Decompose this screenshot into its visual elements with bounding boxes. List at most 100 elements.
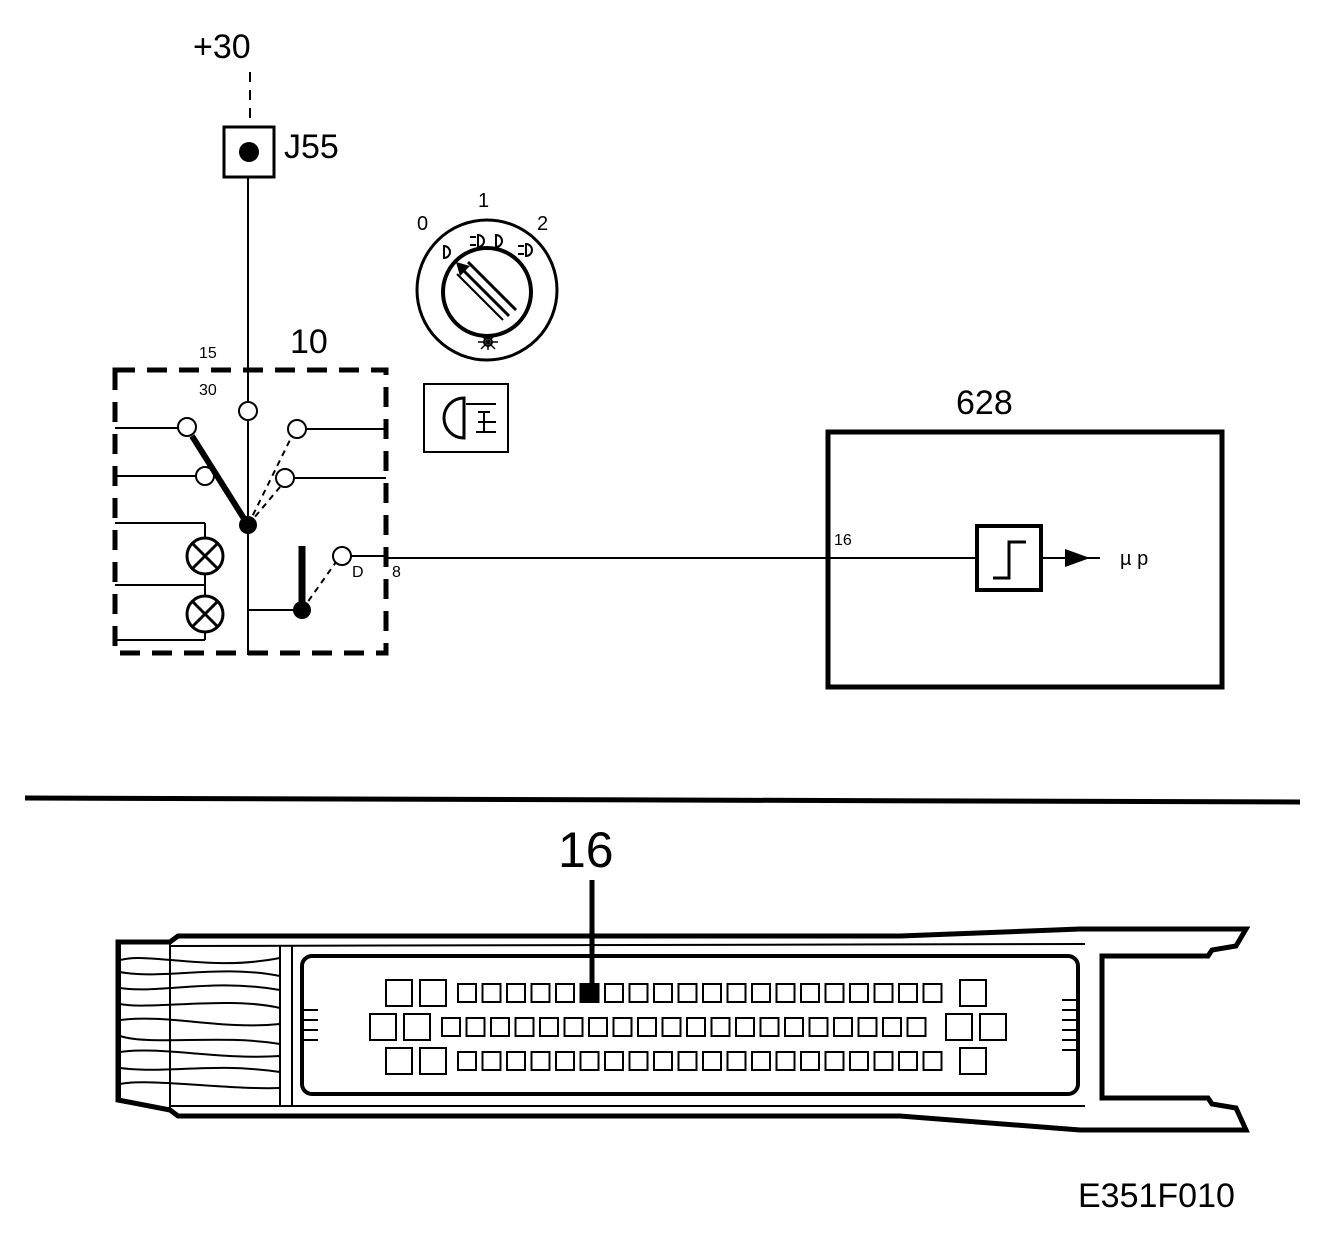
wire-bundle-icon xyxy=(119,944,293,1108)
pin-cavity xyxy=(403,1013,431,1041)
pin-cavity xyxy=(539,1017,559,1037)
pin-cavity xyxy=(686,1017,706,1037)
pin-cavity xyxy=(882,1017,902,1037)
connector-pin-callout: 16 xyxy=(558,822,614,878)
pin-cavity xyxy=(759,1017,780,1037)
pin-cavity xyxy=(849,1051,869,1071)
pin-cavity xyxy=(579,1051,600,1071)
pin-cavity xyxy=(653,1051,673,1071)
connector-pin-grid xyxy=(369,979,1007,1075)
pin-cavity xyxy=(506,1051,526,1071)
pin-cavity xyxy=(563,1017,584,1037)
pin-cavity xyxy=(628,983,649,1003)
pin-cavity xyxy=(824,1051,845,1071)
pin-cavity xyxy=(530,1051,551,1071)
pin-cavity xyxy=(800,983,820,1003)
pin-cavity xyxy=(653,983,673,1003)
pin-cavity xyxy=(506,983,526,1003)
terminal-15-label: 15 xyxy=(199,345,217,362)
pin-cavity xyxy=(530,983,551,1003)
supply-label: +30 xyxy=(193,28,251,66)
pin-cavity xyxy=(514,1017,535,1037)
pin-cavity xyxy=(979,1013,1007,1041)
pin-cavity xyxy=(385,979,413,1007)
control-module-input-pin: 16 xyxy=(834,532,852,549)
light-switch-knob-icon: 0 1 2 xyxy=(415,190,559,362)
pin-cavity xyxy=(555,1051,575,1071)
pin-cavity xyxy=(833,1017,853,1037)
pin-cavity xyxy=(726,983,747,1003)
pin-cavity xyxy=(481,983,502,1003)
pin-cavity xyxy=(898,983,918,1003)
pin-cavity xyxy=(898,1051,918,1071)
pin-cavity xyxy=(490,1017,510,1037)
pin-cavity xyxy=(604,983,624,1003)
switch-position-2: 2 xyxy=(537,213,548,235)
pin-cavity xyxy=(800,1051,820,1071)
pin-cavity xyxy=(677,1051,698,1071)
output-pin-number: 8 xyxy=(392,564,401,581)
pin-cavity xyxy=(849,983,869,1003)
connector-face xyxy=(300,954,1080,1096)
pin-cavity xyxy=(555,983,575,1003)
connector-shell xyxy=(115,926,1251,1133)
pin-cavity xyxy=(612,1017,633,1037)
pin-cavity xyxy=(873,983,894,1003)
control-module-box xyxy=(825,429,1225,690)
pin-cavity xyxy=(710,1017,731,1037)
pin-cavity xyxy=(419,979,447,1007)
schmitt-trigger-icon xyxy=(993,540,1026,580)
terminal-30-label: 30 xyxy=(199,382,217,399)
connector-view: 16 xyxy=(115,822,1251,1133)
pin-cavity xyxy=(922,983,943,1003)
microprocessor-label: µ p xyxy=(1120,548,1148,570)
light-switch-unit: 10 15 30 xyxy=(112,323,401,656)
pin-cavity xyxy=(775,983,796,1003)
control-module-label: 628 xyxy=(956,384,1013,422)
pin-cavity xyxy=(457,1051,477,1071)
arrow-icon xyxy=(1065,549,1090,567)
switch-position-0: 0 xyxy=(417,213,428,235)
pin-cavity xyxy=(457,983,477,1003)
pin-cavity xyxy=(784,1017,804,1037)
switch-housing xyxy=(112,367,389,656)
junction-label: J55 xyxy=(284,128,339,166)
pin-cavity xyxy=(481,1051,502,1071)
pin-cavity xyxy=(702,983,722,1003)
pin-16-cavity xyxy=(579,983,600,1003)
output-pin-letter: D xyxy=(352,564,364,581)
figure-id: E351F010 xyxy=(1078,1177,1235,1215)
light-switch-label: 10 xyxy=(290,323,328,361)
pin-cavity xyxy=(637,1017,657,1037)
pin-cavity xyxy=(945,1013,973,1041)
pin-cavity xyxy=(369,1013,397,1041)
junction-node xyxy=(239,142,259,162)
pin-cavity xyxy=(824,983,845,1003)
pin-cavity xyxy=(751,1051,771,1071)
pin-cavity xyxy=(677,983,698,1003)
section-divider xyxy=(24,795,1301,805)
pin-cavity xyxy=(922,1051,943,1071)
pin-cavity xyxy=(702,1051,722,1071)
pin-cavity xyxy=(751,983,771,1003)
pin-cavity xyxy=(661,1017,682,1037)
pin-cavity xyxy=(726,1051,747,1071)
pin-cavity xyxy=(959,979,987,1007)
pin-cavity xyxy=(959,1047,987,1075)
pin-cavity xyxy=(906,1017,927,1037)
pin-cavity xyxy=(735,1017,755,1037)
pin-cavity xyxy=(628,1051,649,1071)
pin-cavity xyxy=(465,1017,486,1037)
pin-cavity xyxy=(873,1051,894,1071)
pin-cavity xyxy=(441,1017,461,1037)
pin-cavity xyxy=(588,1017,608,1037)
pin-cavity xyxy=(604,1051,624,1071)
pin-cavity xyxy=(775,1051,796,1071)
pin-cavity xyxy=(385,1047,413,1075)
pin-cavity xyxy=(808,1017,829,1037)
headlight-symbol-icon xyxy=(423,383,509,453)
switch-position-1: 1 xyxy=(478,190,489,212)
control-module: 628 16 µ p xyxy=(825,384,1225,690)
pin-cavity xyxy=(419,1047,447,1075)
